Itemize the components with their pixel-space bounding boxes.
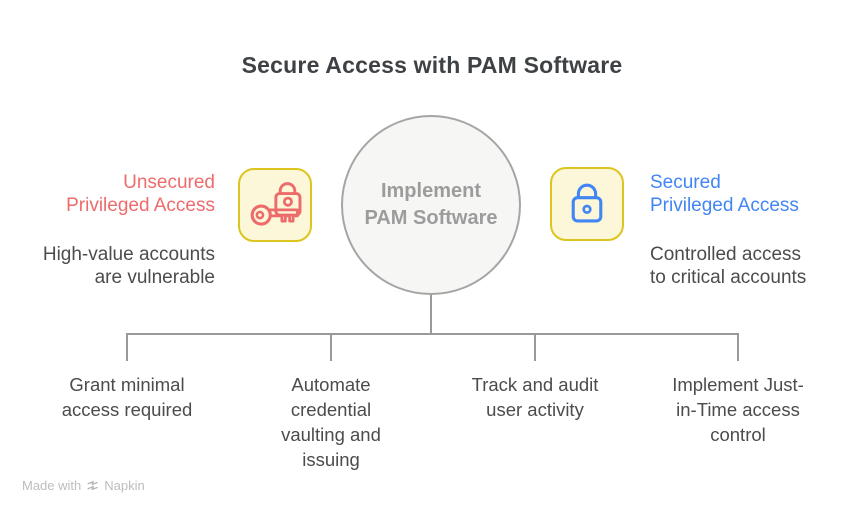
watermark-brand-text: Napkin	[104, 478, 145, 493]
central-node-label: Implement PAM Software	[364, 180, 498, 229]
napkin-logo-icon	[86, 479, 99, 492]
connector-stem	[430, 295, 432, 334]
connector-tick-1	[126, 333, 128, 361]
connector-tick-2	[330, 333, 332, 361]
unsecured-heading: Unsecured Privileged Access	[66, 172, 215, 216]
branch-item-track-audit-activity: Track and audit user activity	[471, 374, 599, 420]
connector-tick-4	[737, 333, 739, 361]
connector-horizontal-line	[126, 333, 739, 335]
key-lock-icon-box	[238, 168, 312, 242]
page-title: Secure Access with PAM Software	[241, 52, 623, 78]
unsecured-text-block: Unsecured Privileged Access High-value a…	[5, 171, 215, 289]
central-node: Implement PAM Software	[341, 115, 521, 295]
napkin-watermark: Made with Napkin	[22, 478, 145, 493]
watermark-made-with-text: Made with	[22, 478, 82, 493]
unsecured-description: High-value accounts are vulnerable	[42, 244, 215, 288]
secured-heading: Secured Privileged Access	[650, 172, 799, 216]
lock-icon	[556, 171, 618, 238]
branch-item-just-in-time-access: Implement Just- in-Time access control	[672, 374, 804, 445]
branch-item-automate-credential-vaulting: Automate credential vaulting and issuing	[281, 374, 381, 470]
connector-tick-3	[534, 333, 536, 361]
key-lock-icon	[244, 172, 306, 239]
lock-icon-box	[550, 167, 624, 241]
secured-text-block: Secured Privileged Access Controlled acc…	[650, 171, 860, 289]
secured-description: Controlled access to critical accounts	[650, 244, 807, 288]
branch-item-grant-minimal-access: Grant minimal access required	[61, 374, 193, 420]
